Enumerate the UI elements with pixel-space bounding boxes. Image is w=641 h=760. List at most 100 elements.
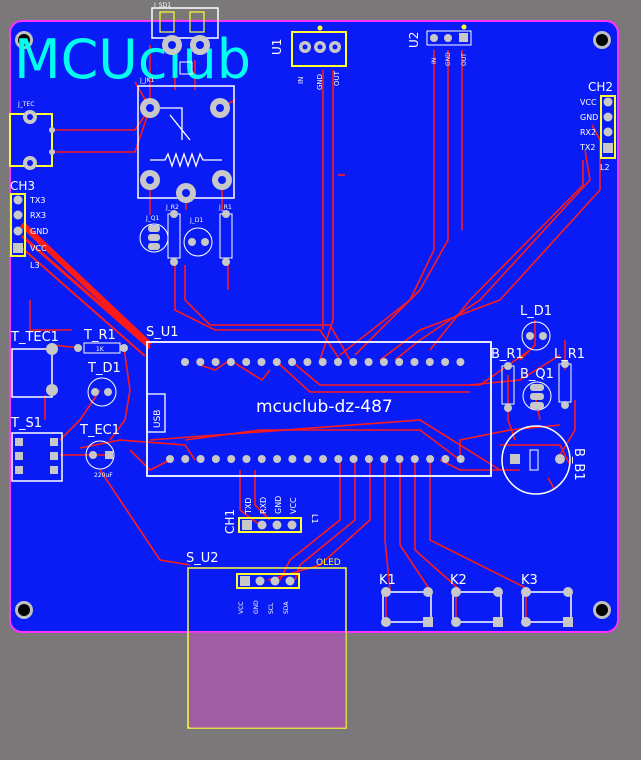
t-tec-label: T_TEC1 (10, 330, 59, 345)
b-r1-resistor: B_R1 (491, 347, 524, 412)
ch3-pin-rx3: RX3 (30, 211, 46, 220)
ch2-footprint: L2 (600, 163, 610, 172)
t-r1-value: 1K (96, 346, 105, 353)
s-u1-top-pins (181, 358, 465, 366)
s-u1-label: S_U1 (146, 325, 179, 340)
module-pin (288, 358, 297, 366)
ch1-label: CH1 (223, 509, 237, 534)
b-r1-label: B_R1 (491, 347, 524, 362)
t-r1-resistor: T_R1 1K (74, 328, 128, 354)
u1-regulator: U1 IN GND OUT (270, 25, 347, 90)
module-pin (395, 358, 404, 366)
module-pin (426, 455, 435, 463)
j-jk-relay: J_JK1 (137, 77, 235, 203)
module-pin (196, 455, 205, 463)
j-r2-label: J_R2 (165, 204, 179, 211)
u2-pin-gnd: GND (445, 52, 452, 66)
module-pin (334, 358, 342, 366)
t-ec1-label: T_EC1 (79, 423, 120, 438)
ch3-pin-gnd: GND (30, 227, 48, 236)
t-tec-connector: T_TEC1 (10, 330, 59, 398)
j-sd-label: J_SD1 (153, 2, 171, 9)
s-u1-usb-label: USB (153, 410, 163, 428)
ch3-pin-tx3: TX3 (29, 196, 45, 205)
ch3-label: CH3 (10, 179, 35, 193)
module-pin (242, 358, 251, 366)
u2-pin-in: IN (431, 58, 438, 64)
s-u2-label: S_U2 (186, 551, 219, 566)
u2-regulator: U2 IN GND OUT (407, 24, 472, 66)
j-jk-label: J_JK1 (139, 77, 154, 84)
t-s1-switch: T_S1 (10, 416, 63, 482)
ch2-pin-tx2: TX2 (579, 143, 595, 152)
j-sd-connector: J_SD1 (151, 2, 219, 75)
module-pin (380, 455, 389, 463)
ch1-pin-rxd: RXD (259, 497, 268, 514)
module-pin (273, 455, 282, 463)
oled-pin-gnd: GND (253, 600, 260, 614)
b-q1-transistor: B_Q1 (520, 367, 554, 411)
module-pin (181, 358, 189, 366)
s-u1-bottom-pins (166, 455, 465, 463)
oled-pin-scl: SCL (268, 602, 275, 614)
ch3-connector: CH3 TX3 RX3 GND VCC L3 (10, 179, 48, 270)
module-pin (441, 358, 450, 366)
ch3-pin-vcc: VCC (30, 244, 47, 253)
t-ec1-value: 220uF (94, 472, 113, 479)
j-tec-connector: J_TEC (9, 101, 55, 170)
module-pin (257, 455, 266, 463)
key-k3: K3 (521, 573, 573, 627)
ch1-connector: CH1 TXD RXD GND VCC L1 (223, 496, 319, 534)
module-pin (441, 455, 450, 463)
ch1-pin-gnd: GND (274, 496, 283, 514)
module-pin (334, 455, 343, 463)
module-pin (257, 358, 266, 366)
oled-pin-vcc: VCC (238, 602, 245, 614)
j-tec-label: J_TEC (17, 101, 34, 108)
key-k2: K2 (450, 573, 503, 627)
s-u2-oled: S_U2 OLED VCC GND SCL SDA (186, 551, 347, 729)
j-d1-label: J_D1 (189, 217, 203, 224)
module-pin (196, 358, 205, 366)
t-r1-label: T_R1 (83, 328, 116, 343)
module-pin (166, 455, 174, 463)
u1-label: U1 (270, 39, 284, 55)
ch2-connector: CH2 VCC GND RX2 TX2 L2 (579, 80, 616, 172)
module-pin (319, 455, 327, 463)
module-pin (410, 358, 419, 366)
module-pin (349, 358, 358, 366)
module-pin (211, 358, 220, 366)
ch1-pin-vcc: VCC (289, 497, 298, 514)
module-pin (364, 358, 373, 366)
t-s1-label: T_S1 (10, 416, 42, 431)
module-pin (181, 455, 190, 463)
board-name: mcuclub-dz-487 (256, 397, 393, 417)
oled-label: OLED (316, 558, 341, 568)
j-q1-label: J_Q1 (145, 215, 159, 222)
s-u1-module: S_U1 USB mcuclub-dz-487 (146, 325, 492, 477)
module-pin (288, 455, 297, 463)
ch1-footprint: L1 (310, 514, 319, 524)
module-pin (303, 358, 312, 366)
key-k1: K1 (379, 573, 433, 627)
module-pin (272, 358, 281, 366)
b-b1-buzzer: B_B1 (501, 425, 586, 495)
ch2-pin-rx2: RX2 (580, 128, 596, 137)
l-r1-label: L_R1 (554, 347, 585, 362)
module-pin (318, 358, 327, 366)
u2-pin-out: OUT (461, 53, 468, 66)
u1-pin-gnd: GND (316, 74, 324, 90)
module-pin (364, 455, 373, 463)
u1-pin-out: OUT (333, 70, 341, 86)
module-pin (456, 358, 465, 366)
j-r1-label: J_R1 (218, 204, 232, 211)
module-pin (425, 358, 434, 366)
t-d1-led: T_D1 (87, 361, 121, 407)
k2-label: K2 (450, 573, 467, 588)
mounting-holes (15, 31, 611, 619)
module-pin (242, 455, 251, 463)
oled-pin-sda: SDA (283, 601, 290, 614)
ch2-pin-vcc: VCC (580, 98, 597, 107)
module-pin (227, 455, 236, 463)
